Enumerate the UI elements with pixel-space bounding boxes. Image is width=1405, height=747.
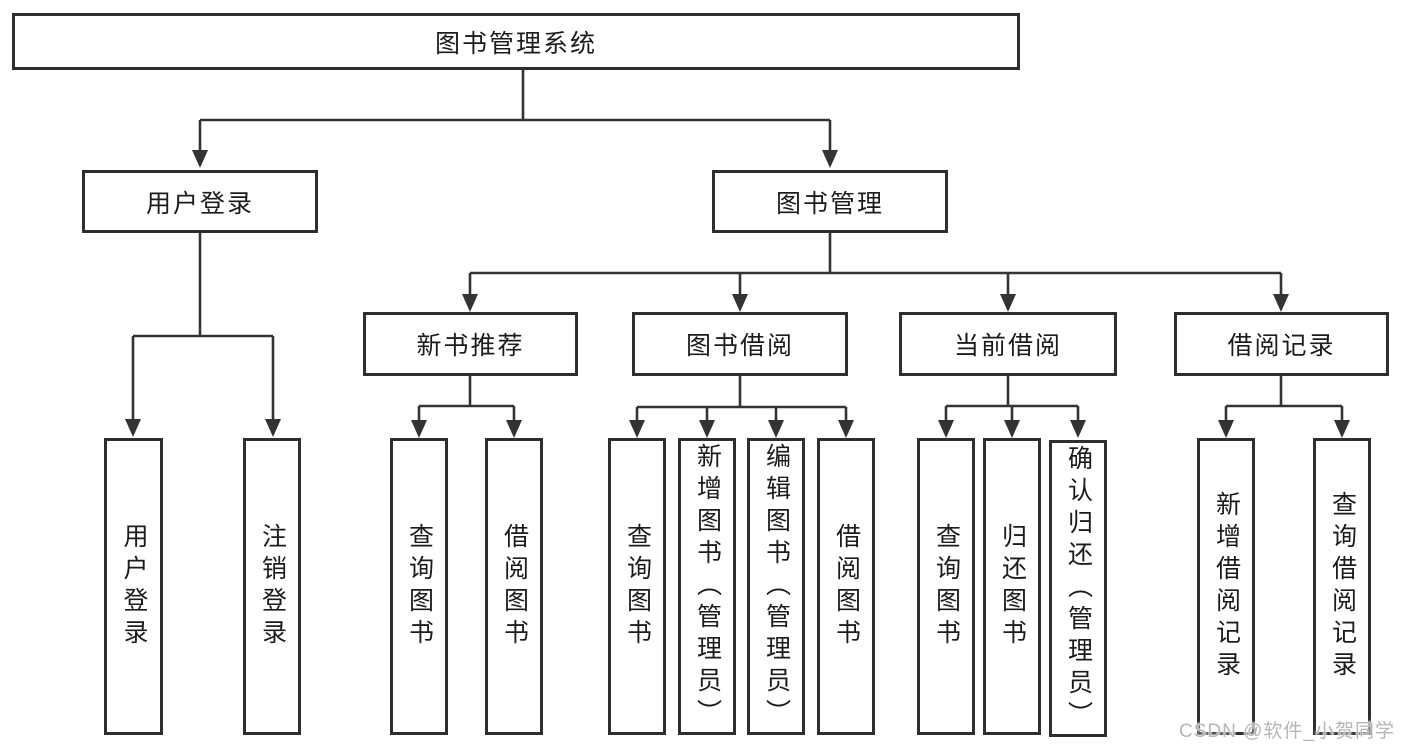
leaf-cb-return-book: 归还图书 [983,438,1041,735]
arrowhead-icon [411,420,427,438]
leaf-br-add-record: 新增借阅记录 [1197,438,1255,735]
connector-book-management-to-level3 [462,233,1289,312]
node-current-borrow: 当前借阅 [899,312,1117,376]
arrowhead-icon [1004,420,1020,438]
arrowhead-icon [768,420,784,438]
leaf-bb-add-book-admin-label: 新增图书（管理员） [693,442,722,731]
leaf-nb-query-book-label: 查询图书 [405,522,434,651]
arrowhead-icon [838,420,854,438]
arrowhead-icon [629,420,645,438]
arrowhead-icon [822,150,838,168]
node-root-label: 图书管理系统 [434,29,597,58]
node-new-book-recommend-label: 新书推荐 [416,332,525,360]
node-borrow-record-label: 借阅记录 [1227,332,1336,360]
leaf-logout-label: 注销登录 [258,522,287,651]
node-user-login-label: 用户登录 [145,189,254,218]
arrowhead-icon [1000,294,1016,312]
arrowhead-icon [1070,420,1086,438]
leaf-bb-query-book-label: 查询图书 [623,522,652,651]
connector-book-borrow-to-leaves [629,376,854,438]
connector-current-borrow-to-leaves [938,376,1086,438]
node-user-login: 用户登录 [82,170,318,233]
leaf-cb-return-book-label: 归还图书 [998,522,1027,651]
arrowhead-icon [265,419,281,437]
arrowhead-icon [1334,420,1350,438]
node-book-management: 图书管理 [712,170,948,233]
arrowhead-icon [732,294,748,312]
arrowhead-icon [192,150,208,168]
arrowhead-icon [1273,294,1289,312]
node-book-borrow: 图书借阅 [632,312,848,376]
leaf-user-login-label: 用户登录 [120,522,148,651]
csdn-watermark: CSDN @软件_小贺同学 [1179,721,1395,742]
leaf-bb-borrow-book: 借阅图书 [817,438,875,735]
leaf-cb-query-book-label: 查询图书 [932,522,961,651]
node-root: 图书管理系统 [12,13,1020,70]
arrowhead-icon [125,419,141,437]
connector-borrow-record-to-leaves [1218,376,1350,438]
node-book-borrow-label: 图书借阅 [685,332,794,360]
arrowhead-icon [506,420,522,438]
leaf-nb-borrow-book: 借阅图书 [485,438,543,735]
leaf-nb-query-book: 查询图书 [390,438,448,735]
node-new-book-recommend: 新书推荐 [363,312,578,376]
node-book-management-label: 图书管理 [775,189,884,218]
leaf-nb-borrow-book-label: 借阅图书 [500,522,529,651]
connector-new-book-recommend-to-leaves [411,376,522,438]
arrowhead-icon [462,294,478,312]
leaf-bb-borrow-book-label: 借阅图书 [832,522,861,651]
arrowhead-icon [699,420,715,438]
leaf-bb-edit-book-admin-label: 编辑图书（管理员） [762,442,791,731]
leaf-cb-query-book: 查询图书 [917,438,975,735]
leaf-bb-edit-book-admin: 编辑图书（管理员） [747,438,805,735]
leaf-user-login: 用户登录 [104,438,163,735]
node-current-borrow-label: 当前借阅 [953,332,1062,360]
leaf-bb-add-book-admin: 新增图书（管理员） [678,438,736,735]
connector-root-to-level2 [192,70,838,168]
leaf-br-add-record-label: 新增借阅记录 [1212,490,1241,683]
connector-user-login-to-leaves [125,233,281,437]
node-borrow-record: 借阅记录 [1174,312,1389,376]
leaf-bb-query-book: 查询图书 [608,438,666,735]
arrowhead-icon [938,420,954,438]
leaf-cb-confirm-return-admin-label: 确认归还（管理员） [1064,444,1093,733]
leaf-cb-confirm-return-admin: 确认归还（管理员） [1049,440,1107,737]
arrowhead-icon [1218,420,1234,438]
leaf-logout: 注销登录 [243,438,301,735]
leaf-br-query-record-label: 查询借阅记录 [1328,490,1357,683]
leaf-br-query-record: 查询借阅记录 [1313,438,1371,735]
